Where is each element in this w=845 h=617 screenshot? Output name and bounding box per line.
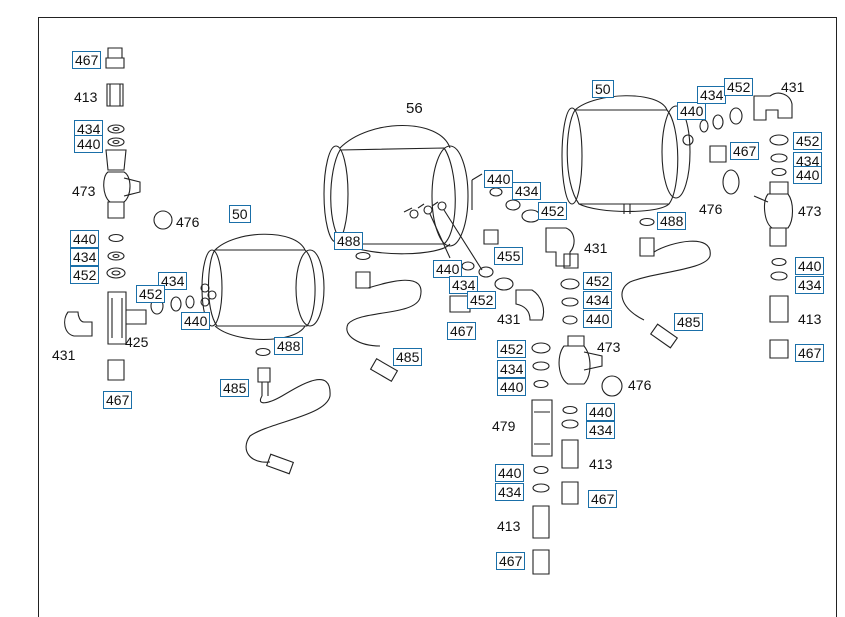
callout-434: 434 (495, 483, 525, 501)
callout-479: 479 (492, 418, 516, 434)
callout-467: 467 (730, 142, 760, 160)
callout-440: 440 (181, 312, 211, 330)
callout-440: 440 (70, 230, 100, 248)
callout-452: 452 (497, 340, 527, 358)
callout-434: 434 (512, 182, 542, 200)
callout-431: 431 (497, 311, 521, 327)
callout-488: 488 (274, 337, 304, 355)
callout-488: 488 (657, 212, 687, 230)
callout-434: 434 (795, 276, 825, 294)
callout-452: 452 (793, 132, 823, 150)
callout-440: 440 (433, 260, 463, 278)
callout-485: 485 (393, 348, 423, 366)
callout-440: 440 (583, 310, 613, 328)
callout-452: 452 (724, 78, 754, 96)
callout-440: 440 (793, 166, 823, 184)
callout-434: 434 (583, 291, 613, 309)
callout-467: 467 (72, 51, 102, 69)
callout-440: 440 (677, 102, 707, 120)
right-top-fittings (699, 92, 793, 195)
callout-452: 452 (538, 202, 568, 220)
callout-476: 476 (628, 377, 652, 393)
callout-434: 434 (497, 360, 527, 378)
callout-50: 50 (229, 205, 251, 223)
callout-473: 473 (798, 203, 822, 219)
callout-434: 434 (793, 152, 823, 170)
callout-440: 440 (795, 257, 825, 275)
callout-467: 467 (447, 322, 477, 340)
callout-452: 452 (136, 285, 166, 303)
sensor-middle (346, 251, 422, 382)
callout-476: 476 (699, 201, 723, 217)
callout-56: 56 (406, 100, 423, 117)
callout-434: 434 (697, 86, 727, 104)
left-fittings-column (64, 47, 195, 381)
callout-431: 431 (52, 347, 76, 363)
callout-452: 452 (583, 272, 613, 290)
callout-440: 440 (495, 464, 525, 482)
callout-440: 440 (497, 378, 527, 396)
callout-413: 413 (589, 456, 613, 472)
center-column (531, 253, 623, 575)
right-fittings-column (753, 134, 794, 359)
callout-434: 434 (449, 276, 479, 294)
tank-right (561, 95, 694, 214)
callout-440: 440 (586, 403, 616, 421)
callout-413: 413 (497, 518, 521, 534)
callout-413: 413 (798, 311, 822, 327)
callout-425: 425 (125, 334, 149, 350)
callout-431: 431 (584, 240, 608, 256)
callout-434: 434 (70, 248, 100, 266)
exploded-parts-diagram (64, 47, 794, 575)
callout-452: 452 (467, 291, 497, 309)
tank-left (200, 233, 325, 340)
callout-476: 476 (176, 214, 200, 230)
callout-467: 467 (795, 344, 825, 362)
callout-431: 431 (781, 79, 805, 95)
callout-488: 488 (334, 232, 364, 250)
callout-440: 440 (74, 135, 104, 153)
diagram-frame (38, 17, 837, 617)
callout-50: 50 (592, 80, 614, 98)
callout-452: 452 (70, 266, 100, 284)
callout-440: 440 (484, 170, 514, 188)
callout-485: 485 (220, 379, 250, 397)
callout-473: 473 (72, 183, 96, 199)
callout-467: 467 (103, 391, 133, 409)
callout-467: 467 (496, 552, 526, 570)
callout-413: 413 (74, 89, 98, 105)
callout-485: 485 (674, 313, 704, 331)
sensor-right (621, 217, 711, 349)
callout-455: 455 (494, 247, 524, 265)
callout-434: 434 (586, 421, 616, 439)
sensor-left (245, 347, 331, 475)
callout-467: 467 (588, 490, 618, 508)
callout-473: 473 (597, 339, 621, 355)
